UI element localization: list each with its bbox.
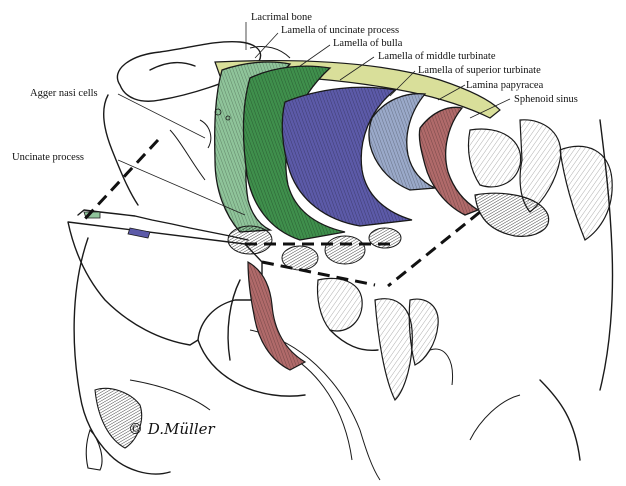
label-middle-turbinate-lamella: Lamella of middle turbinate: [378, 51, 496, 62]
artist-signature: © D.Müller: [128, 420, 216, 438]
label-uncinate-lamella: Lamella of uncinate process: [281, 25, 399, 36]
sphenoid-band-hatching: [419, 107, 478, 215]
label-sphenoid-sinus: Sphenoid sinus: [514, 94, 578, 105]
label-superior-turbinate-lamella: Lamella of superior turbinate: [418, 65, 541, 76]
label-lamina-papyracea: Lamina papyracea: [466, 80, 544, 91]
lower-sections: [318, 278, 453, 400]
label-lacrimal-bone: Lacrimal bone: [251, 12, 312, 23]
label-bulla-lamella: Lamella of bulla: [333, 38, 403, 49]
label-agger-nasi: Agger nasi cells: [30, 88, 98, 99]
posterior-structures: [468, 120, 612, 240]
label-uncinate-process: Uncinate process: [12, 152, 84, 163]
